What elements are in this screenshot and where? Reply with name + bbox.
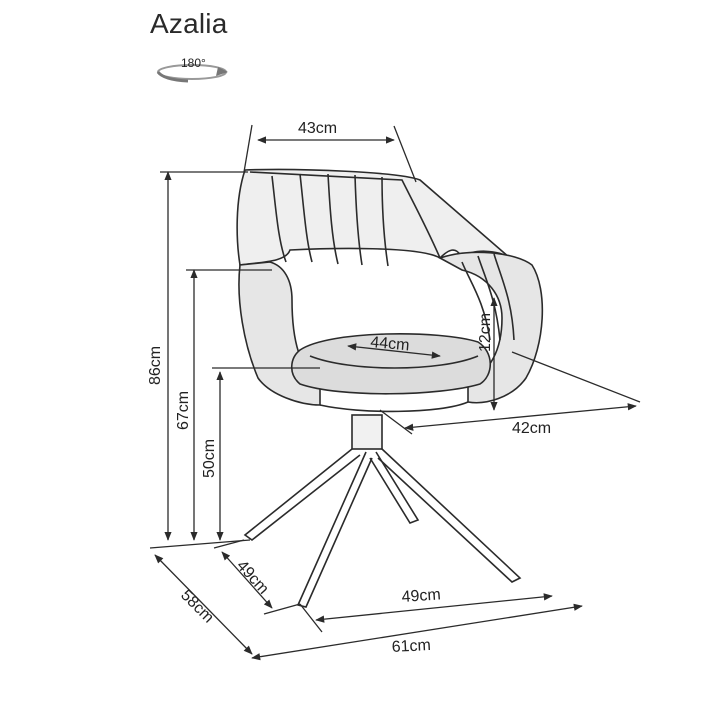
product-title: Azalia — [150, 8, 228, 39]
label-base-width: 49cm — [401, 586, 441, 606]
label-total-width: 61cm — [391, 637, 431, 656]
label-base-depth: 49cm — [233, 557, 272, 597]
dimension-labels: 43cm 44cm 12cm 42cm 86cm 67cm 50cm 49cm … — [147, 120, 551, 656]
label-total-depth: 58cm — [177, 587, 217, 627]
label-armrest-height: 12cm — [477, 313, 494, 352]
rotation-icon: 180° — [156, 56, 228, 83]
label-arm-height: 67cm — [175, 391, 192, 430]
rotation-label: 180° — [181, 56, 206, 70]
label-arm-width: 42cm — [512, 420, 551, 437]
dimension-lines — [149, 124, 641, 661]
label-total-height: 86cm — [147, 346, 164, 385]
chair-body — [236, 168, 544, 608]
label-seat-depth: 44cm — [370, 334, 410, 354]
label-back-width: 43cm — [298, 120, 337, 137]
label-seat-height: 50cm — [201, 439, 218, 478]
